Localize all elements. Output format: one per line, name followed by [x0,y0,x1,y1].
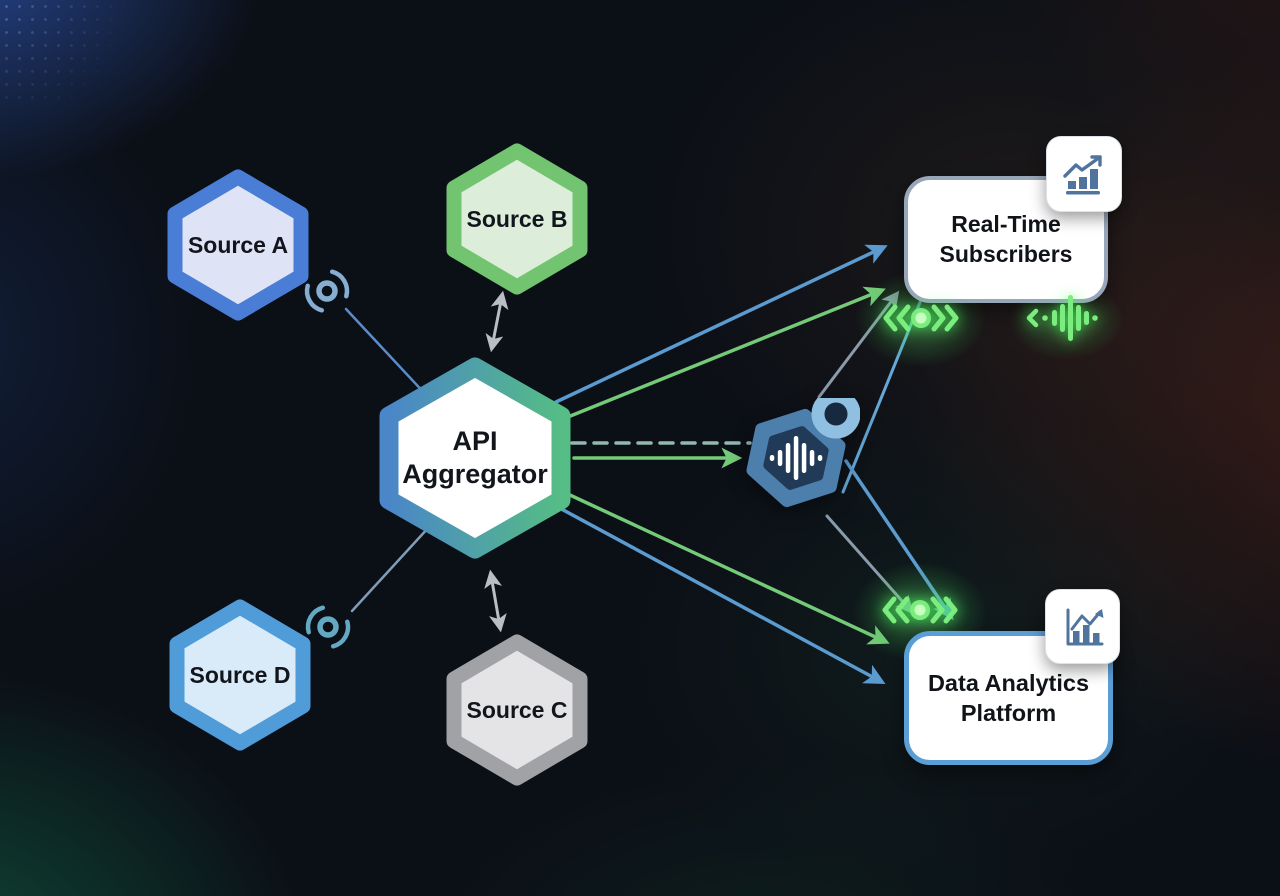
aggregator-hexagon [379,357,571,559]
edge-source-b-aggregator-twoway [485,290,509,353]
card-realtime-subscribers: Real-Time Subscribers [904,176,1108,303]
audio-waveform-icon [769,436,823,480]
node-source-c: Source C [442,630,592,790]
realtime-label-line1: Real-Time [951,211,1061,238]
voice-waveform-icon [1026,295,1098,341]
source-c-hexagon [446,634,588,786]
analytics-label-line1: Data Analytics [927,669,1090,696]
broadcast-chevrons-icon-top [883,304,959,332]
broadcast-chevrons-icon-bottom [882,596,958,624]
edge-aggregator-to-realtime-blue [554,244,888,404]
source-b-hexagon [446,143,588,295]
edge-stream-to-realtime-lightblue [841,298,923,494]
analytics-label-line2: Platform [960,700,1057,726]
radar-signal-icon-a [304,269,350,313]
bar-chart-line-icon [1066,608,1103,645]
edge-aggregator-to-analytics-blue [552,503,886,684]
trending-up-chart-icon [1063,155,1102,195]
edge-stream-to-analytics-slate [825,514,914,615]
edge-aggregator-source-c-twoway [484,569,507,633]
badge-ring-icon [811,398,860,439]
edge-source-a-to-aggregator [344,307,430,399]
node-source-b: Source B [442,139,592,299]
source-d-hexagon [169,599,311,751]
edge-aggregator-to-realtime-green [556,286,886,423]
realtime-label-line2: Subscribers [939,240,1073,267]
badge-ring-hole [824,402,848,426]
analytics-chart-badge [1045,589,1120,664]
edge-stream-to-analytics-blue [844,459,954,621]
stream-audio-badge [746,398,860,508]
radar-signal-icon-d [305,605,351,649]
corner-speckle-texture [0,0,130,100]
node-source-a: Source A [163,165,313,325]
edge-aggregator-to-analytics-green [555,487,890,645]
edge-stream-to-realtime-slate [817,290,900,399]
realtime-chart-badge [1046,136,1122,212]
source-a-hexagon [167,169,309,321]
node-api-aggregator: API Aggregator [375,352,575,564]
edge-source-d-to-aggregator [350,525,431,613]
